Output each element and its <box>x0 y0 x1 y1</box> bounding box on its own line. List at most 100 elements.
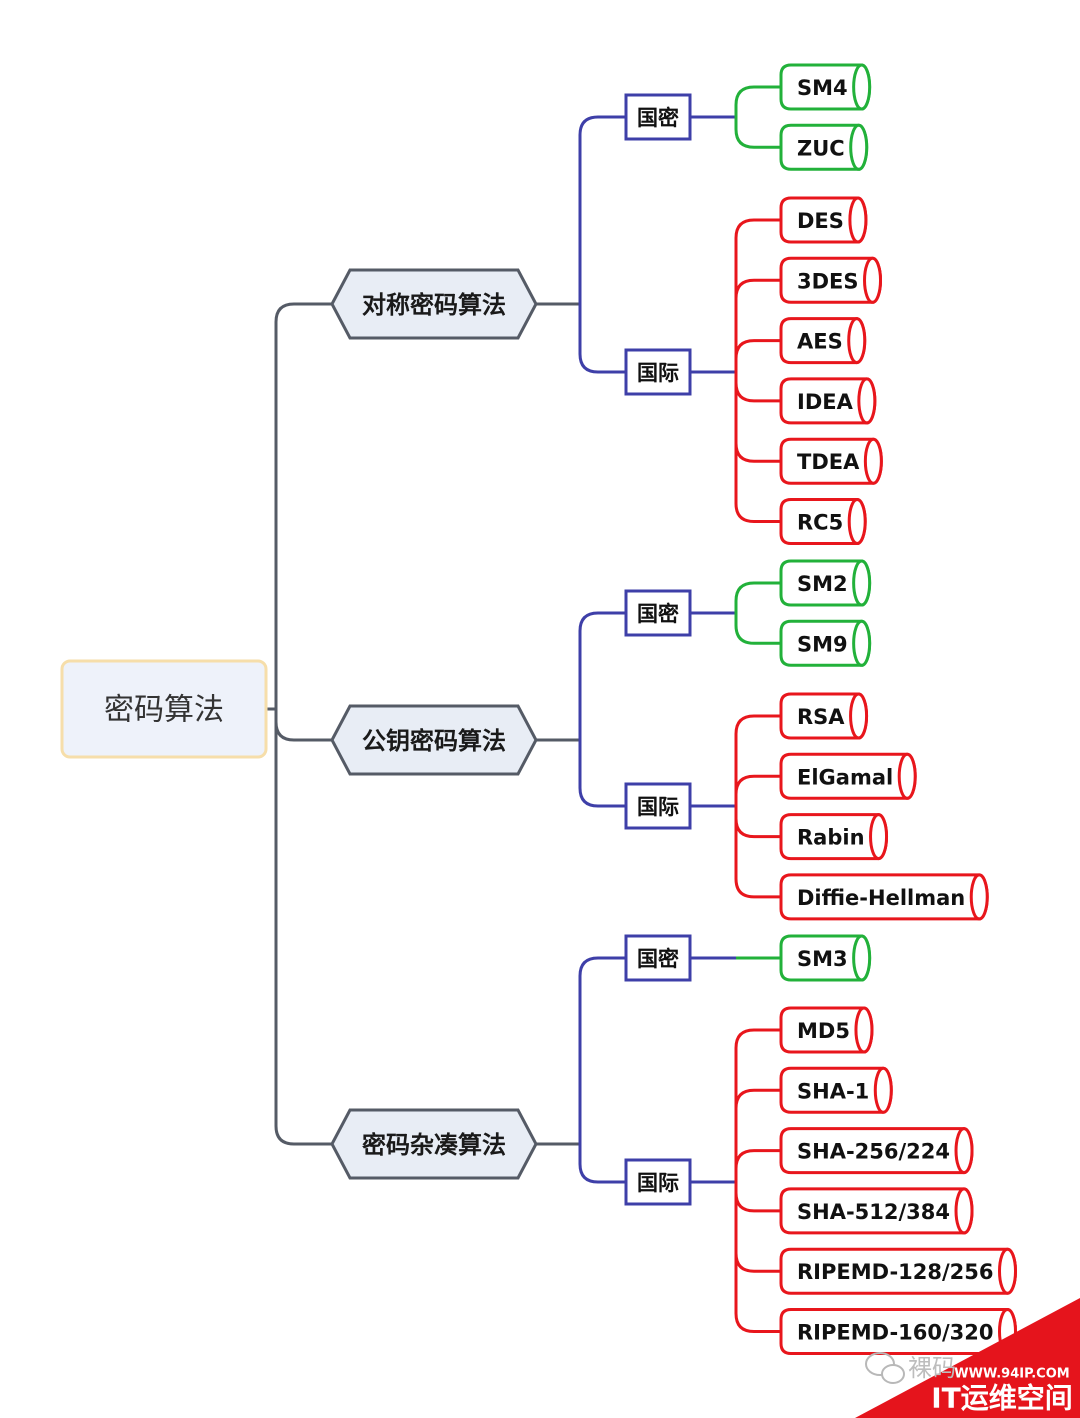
leaf-branch <box>734 117 781 149</box>
leaf-branch <box>734 1028 781 1182</box>
leaf-cylinder-cap <box>863 437 883 485</box>
leaf-cylinder-cap <box>852 934 872 982</box>
leaf-branch <box>734 372 781 463</box>
category-node[interactable]: 公钥密码算法 <box>330 704 538 776</box>
leaf-branch <box>734 339 781 372</box>
group-box <box>624 348 692 396</box>
node-layer: 密码算法对称密码算法国密SM4ZUC国际DES3DESAESIDEATDEARC… <box>60 63 1017 1355</box>
group-node[interactable]: 国密 <box>624 934 692 982</box>
group-label: 国密 <box>637 106 679 130</box>
group-node[interactable]: 国际 <box>624 1158 692 1206</box>
leaf-branch <box>734 774 781 806</box>
leaf-node[interactable]: Diffie-Hellman <box>779 873 989 921</box>
leaf-branch <box>734 85 781 117</box>
leaf-cylinder-cap <box>849 692 869 740</box>
leaf-node[interactable]: SHA-256/224 <box>779 1127 974 1175</box>
leaf-node[interactable]: TDEA <box>779 437 883 485</box>
leaf-branch <box>734 278 781 372</box>
group-branch <box>578 956 626 1144</box>
category-hexagon <box>330 268 538 340</box>
leaf-label: MD5 <box>797 1019 850 1043</box>
group-box <box>624 1158 692 1206</box>
leaf-node[interactable]: 3DES <box>779 256 883 304</box>
leaf-cylinder-cap <box>854 1006 874 1054</box>
leaf-label: AES <box>797 330 843 354</box>
leaf-label: RC5 <box>797 511 843 535</box>
leaf-cylinder-cap <box>863 256 883 304</box>
leaf-label: 3DES <box>797 269 859 293</box>
leaf-branch <box>734 218 781 372</box>
leaf-node[interactable]: SM9 <box>779 619 872 667</box>
leaf-node[interactable]: RIPEMD-160/320 <box>779 1308 1017 1355</box>
leaf-node[interactable]: RIPEMD-128/256 <box>779 1247 1017 1295</box>
category-node[interactable]: 密码杂凑算法 <box>330 1108 538 1180</box>
leaf-node[interactable]: SHA-1 <box>779 1066 893 1114</box>
category-label: 公钥密码算法 <box>362 727 506 755</box>
group-node[interactable]: 国际 <box>624 348 692 396</box>
group-box <box>624 934 692 982</box>
leaf-node[interactable]: ZUC <box>779 123 869 171</box>
group-label: 国际 <box>637 1171 679 1195</box>
leaf-cylinder-cap <box>847 317 867 365</box>
group-label: 国密 <box>637 947 679 971</box>
leaf-label: SHA-1 <box>797 1079 869 1103</box>
leaf-node[interactable]: RSA <box>779 692 869 740</box>
category-label: 密码杂凑算法 <box>362 1131 506 1159</box>
leaf-branch <box>734 806 781 839</box>
leaf-branch <box>734 372 781 523</box>
leaf-branch <box>734 581 781 613</box>
group-branch <box>578 740 626 808</box>
leaf-branch <box>734 1088 781 1182</box>
group-branch <box>578 1144 626 1184</box>
leaf-cylinder-cap <box>852 63 872 111</box>
leaf-label: RSA <box>797 705 845 729</box>
leaf-cylinder-cap <box>857 377 877 425</box>
category-node[interactable]: 对称密码算法 <box>330 268 538 340</box>
leaf-label: SHA-512/384 <box>797 1200 950 1224</box>
leaf-branch <box>734 1182 781 1333</box>
leaf-label: Rabin <box>797 826 865 850</box>
group-node[interactable]: 国密 <box>624 93 692 141</box>
trunk-branch <box>274 709 332 742</box>
leaf-cylinder-cap <box>849 123 869 171</box>
leaf-cylinder-cap <box>852 559 872 607</box>
leaf-node[interactable]: SM4 <box>779 63 872 111</box>
leaf-label: IDEA <box>797 390 854 414</box>
wechat-icon <box>865 1352 905 1384</box>
leaf-node[interactable]: ElGamal <box>779 752 917 800</box>
watermark-brand: IT运维空间 <box>931 1382 1073 1415</box>
group-branch <box>578 611 626 740</box>
category-label: 对称密码算法 <box>362 291 506 319</box>
root-node[interactable]: 密码算法 <box>60 659 268 759</box>
leaf-label: RIPEMD-160/320 <box>797 1321 994 1345</box>
leaf-node[interactable]: MD5 <box>779 1006 874 1054</box>
leaf-node[interactable]: SHA-512/384 <box>779 1187 974 1235</box>
leaf-node[interactable]: SM3 <box>779 934 872 982</box>
trunk-branch <box>274 302 332 709</box>
group-node[interactable]: 国际 <box>624 782 692 830</box>
leaf-node[interactable]: AES <box>779 317 867 365</box>
leaf-label: DES <box>797 209 844 233</box>
category-hexagon <box>330 1108 538 1180</box>
leaf-label: SM2 <box>797 572 848 596</box>
leaf-node[interactable]: SM2 <box>779 559 872 607</box>
leaf-cylinder-cap <box>954 1187 974 1235</box>
group-node[interactable]: 国密 <box>624 589 692 637</box>
root-node-box <box>60 659 268 759</box>
group-box <box>624 589 692 637</box>
leaf-node[interactable]: IDEA <box>779 377 877 425</box>
leaf-branch <box>734 613 781 645</box>
leaf-node[interactable]: DES <box>779 196 868 244</box>
watermark-corner <box>855 1298 1080 1418</box>
trunk-branch <box>274 709 332 1146</box>
leaf-cylinder-cap <box>969 873 989 921</box>
leaf-label: ZUC <box>797 136 845 160</box>
leaf-branch <box>734 806 781 899</box>
group-box <box>624 782 692 830</box>
leaf-label: TDEA <box>797 450 860 474</box>
group-label: 国密 <box>637 602 679 626</box>
leaf-node[interactable]: Rabin <box>779 813 889 861</box>
group-branch <box>578 304 626 374</box>
leaf-node[interactable]: RC5 <box>779 498 867 545</box>
